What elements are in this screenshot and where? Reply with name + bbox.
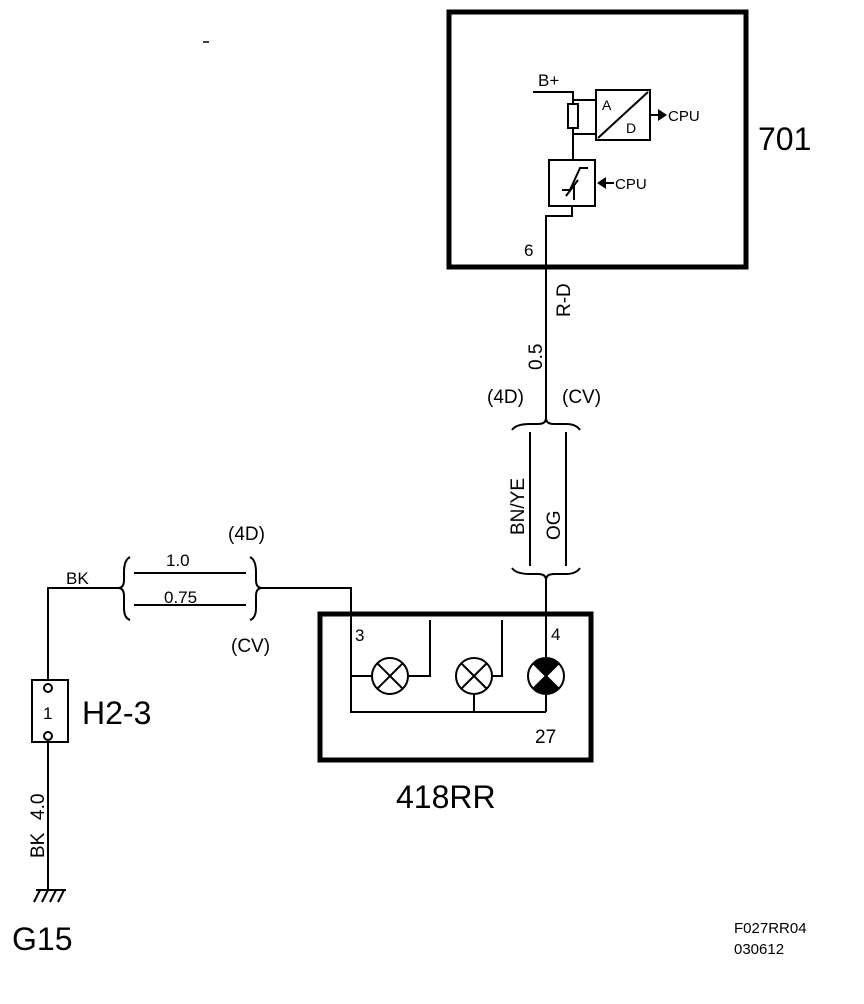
brace-left [117,556,131,621]
wire-bk-label: BK [66,569,89,588]
cpu-in-label: CPU [615,176,647,193]
wire-og-label: OG [544,510,565,540]
brace-right [249,556,263,621]
module-701-box [446,9,749,270]
lamp-3-icon [527,657,565,695]
wire-bn-ye-label: BN/YE [508,478,529,535]
variant-4d-mid: (4D) [228,524,265,545]
wire-r-d-label: R-D [554,283,575,317]
wire-0-5-label: 0.5 [526,344,547,370]
switch-symbol [562,167,588,191]
connector-pin-number: 1 [43,704,52,723]
switch-block [548,159,596,207]
connector-label: H2-3 [82,695,151,731]
lamp2-right-wire [492,620,503,677]
wire-418-to-brace [262,587,352,614]
lamp-internal-left-wire [350,588,546,713]
brace-top [511,417,581,431]
adc-a-label: A [602,97,612,113]
brace-bottom [511,567,581,581]
footer-date: 030612 [734,941,784,958]
module-701-pin-6: 6 [524,241,533,260]
lamp-1-icon [371,657,409,695]
wire-4-0-label: 4.0 [28,794,49,820]
switch-output-wire [545,206,573,267]
cpu-in-arrow-head [597,177,606,189]
ground-icon [33,889,66,903]
connector-pin-bottom [43,731,53,741]
wire-1-0-label: 1.0 [166,551,190,570]
variant-cv-top: (CV) [562,387,601,408]
supply-wire [533,91,574,104]
connector-pin-top [43,683,53,693]
supply-b-plus-label: B+ [538,71,559,90]
adc-diagonal [597,91,649,139]
lamp1-right-wire [408,620,431,677]
lamp-unit-pin-3: 3 [355,626,364,645]
adc-tap-wire [573,99,596,135]
cpu-out-arrow-head [658,109,667,121]
variant-cv-mid: (CV) [231,636,270,657]
lamp-2-icon [455,657,493,695]
variant-4d-top: (4D) [487,387,524,408]
lamp-unit-pin-27: 27 [535,727,556,748]
adc-d-label: D [626,120,636,136]
ground-label: G15 [12,921,72,957]
lamp-unit-pin-4: 4 [551,625,560,644]
wire-brace-to-connector [47,587,118,680]
lamp-unit-box [317,611,594,763]
switch-arrow-symbol [565,179,579,200]
cpu-out-label: CPU [668,108,700,125]
module-701-label: 701 [758,121,811,157]
resistor [567,103,579,129]
footer-code: F027RR04 [734,920,807,937]
lamp-unit-label: 418RR [396,779,496,815]
wire-0-75-label: 0.75 [164,588,197,607]
wire-bk-ground-label: BK [28,832,49,858]
